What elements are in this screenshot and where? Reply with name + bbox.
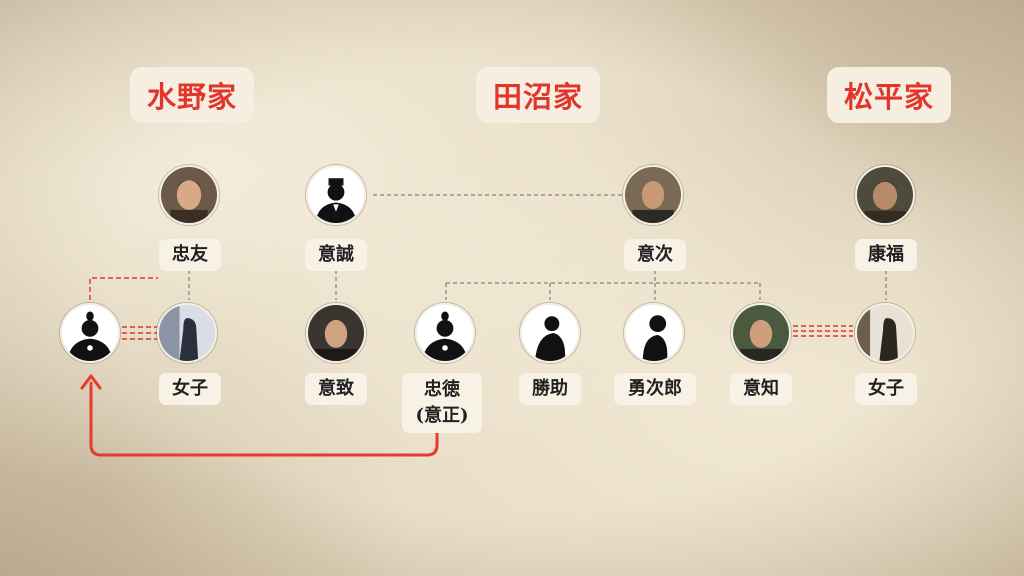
name-label-matsudaira-daughter: 女子 [855, 373, 917, 405]
name-label-tadanori: 忠徳 (意正) [402, 373, 482, 433]
name-label-mizuno-daughter: 女子 [159, 373, 221, 405]
family-title-matsudaira: 松平家 [827, 67, 951, 123]
silhouette-yujiro [624, 303, 684, 363]
silhouette-icon [308, 167, 364, 223]
man-portrait-icon [857, 167, 913, 223]
name-label-okitsugu: 意次 [624, 239, 686, 271]
man-portrait-icon [308, 305, 364, 361]
portrait-okitsugu [623, 165, 683, 225]
adoption-arrow [89, 381, 439, 457]
name-label-okitomo: 意知 [730, 373, 792, 405]
marriage-link-mizuno [122, 326, 157, 340]
silhouette-katsusuke [520, 303, 580, 363]
woman-silhouette-icon [159, 305, 215, 361]
name-label-yasuyoshi: 康福 [855, 239, 917, 271]
man-portrait-icon [161, 167, 217, 223]
lineage-okitsugu-children [445, 270, 761, 300]
samurai-silhouette-icon [417, 305, 473, 361]
family-title-mizuno: 水野家 [130, 67, 254, 123]
samurai-silhouette-icon [62, 305, 118, 361]
child-silhouette-icon [522, 305, 578, 361]
name-label-okimune: 意致 [305, 373, 367, 405]
portrait-matsudaira-daughter [855, 303, 915, 363]
name-label-tadatomo: 忠友 [159, 239, 221, 271]
woman-silhouette-icon [857, 305, 913, 361]
silhouette-okinobu [306, 165, 366, 225]
arrow-head-icon [80, 374, 102, 390]
portrait-okitomo [731, 303, 791, 363]
name-text-tadanori-alt: (意正) [415, 405, 469, 426]
silhouette-adopted-heir [60, 303, 120, 363]
portrait-tadatomo [159, 165, 219, 225]
silhouette-tadanori [415, 303, 475, 363]
marriage-link-okitomo-matsudaira [793, 325, 853, 337]
portrait-okimune [306, 303, 366, 363]
portrait-yasuyoshi [855, 165, 915, 225]
baby-silhouette-icon [626, 305, 682, 361]
adoption-link-tadatomo [89, 277, 158, 300]
man-portrait-icon [625, 167, 681, 223]
name-label-okinobu: 意誠 [305, 239, 367, 271]
name-label-yujiro: 勇次郎 [614, 373, 696, 405]
name-label-katsusuke: 勝助 [519, 373, 581, 405]
name-text-tadanori: 忠徳 [424, 379, 460, 400]
family-title-tanuma: 田沼家 [476, 67, 600, 123]
man-portrait-icon [733, 305, 789, 361]
portrait-mizuno-daughter [157, 303, 217, 363]
